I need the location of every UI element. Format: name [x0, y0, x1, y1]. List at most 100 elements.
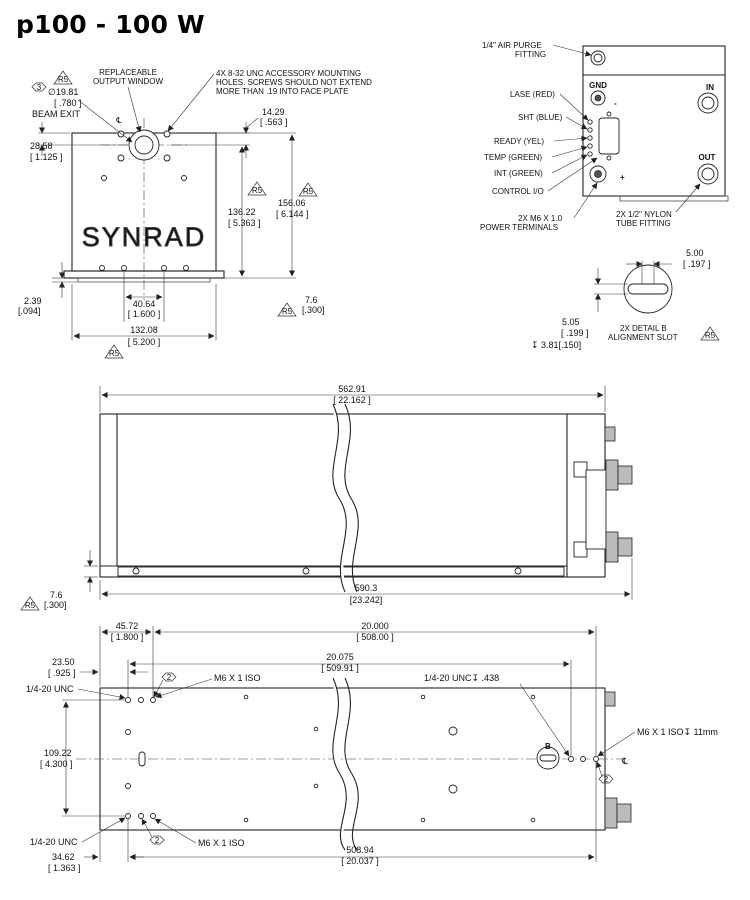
- dim-23-50: 23.50: [52, 657, 75, 667]
- revision-label: R5: [303, 187, 314, 196]
- leader-line: [675, 183, 701, 213]
- leader-line: [573, 182, 598, 219]
- break-line: [332, 677, 347, 851]
- water-fitting: [605, 531, 619, 563]
- bottom-view: B ℄ 45.72 [ 1.800 ] 20.000 [ 508.00 ]: [26, 621, 718, 873]
- note-bubble: [149, 835, 165, 845]
- dim-136-22-in: [ 5.363 ]: [228, 218, 261, 228]
- break-line: [344, 403, 359, 593]
- water-fitting: [605, 459, 619, 491]
- mounting-note: MORE THAN .19 INTO FACE PLATE: [216, 87, 348, 96]
- mount-hole: [99, 265, 105, 271]
- lase-label: LASE (RED): [510, 90, 555, 99]
- dim-20-075: 20.075: [326, 652, 354, 662]
- dim-28-58: 28.58: [30, 141, 53, 151]
- leader-line: [155, 678, 213, 699]
- leader-line: [154, 818, 197, 844]
- m6-hole: [138, 697, 144, 703]
- mount-hole: [117, 154, 125, 162]
- dim-7-6-side: 7.6: [50, 590, 63, 600]
- beam-diameter-in: [ .780 ]: [54, 98, 82, 108]
- break-line: [344, 677, 359, 851]
- tube-fitting-label: TUBE FITTING: [616, 219, 671, 228]
- leader-line: [519, 683, 570, 757]
- dim-590-3: 590.3: [355, 583, 378, 593]
- note-bubble: [161, 672, 177, 682]
- leader-line: [551, 154, 588, 174]
- mounting-note: HOLES. SCREWS SHOULD NOT EXTEND: [216, 78, 372, 87]
- bottom-boss: [448, 784, 458, 794]
- unc-bottom-label: 1/4-20 UNC: [30, 837, 78, 847]
- side-body-outline: [99, 413, 606, 578]
- m6-hole: [150, 697, 156, 703]
- side-screw: [132, 567, 140, 575]
- dim-45-72: 45.72: [116, 621, 139, 631]
- beam-exit-label: BEAM EXIT: [32, 109, 81, 119]
- break-line: [332, 403, 347, 593]
- mount-hole: [183, 265, 189, 271]
- leader-line: [141, 818, 153, 838]
- leader-line: [547, 157, 598, 192]
- sht-label: SHT (BLUE): [518, 113, 563, 122]
- m6-right-label: M6 X 1 ISO↧ 11mm: [637, 727, 718, 737]
- in-label: IN: [706, 83, 714, 92]
- temp-label: TEMP (GREEN): [484, 153, 542, 162]
- front-view: SYNRAD REPLACEABLE OUTPUT WINDOW 4X 8-32…: [18, 68, 372, 359]
- dim-5-00-in: [ .197 ]: [683, 259, 711, 269]
- int-label: INT (GREEN): [494, 169, 543, 178]
- leader-line: [127, 86, 142, 133]
- mount-hole: [101, 175, 107, 181]
- connector-screw: [606, 155, 612, 161]
- dim-562-91: 562.91: [338, 384, 366, 394]
- revision-label: R5: [282, 307, 293, 316]
- m6-top-label: M6 X 1 ISO: [214, 673, 261, 683]
- air-fitting: [604, 691, 616, 707]
- leader-line: [551, 145, 588, 158]
- dim-156-06-in: [ 6.144 ]: [276, 209, 309, 219]
- bottom-hole: [313, 726, 319, 732]
- note-number: 2: [604, 775, 609, 784]
- bottom-hole: [420, 817, 426, 823]
- detail-b-callout: B: [545, 742, 551, 751]
- unc-hole: [125, 697, 131, 703]
- note-bubble: [31, 82, 47, 92]
- leader-line: [245, 117, 259, 129]
- leader-line: [552, 44, 592, 57]
- power-terminal-core: [594, 170, 602, 178]
- power-terminals-label: POWER TERMINALS: [480, 223, 558, 232]
- mounting-note: 4X 8-32 UNC ACCESSORY MOUNTING: [216, 69, 361, 78]
- revision-label: R5: [25, 601, 36, 610]
- dim-20-000: 20.000: [361, 621, 389, 631]
- plus-symbol: +: [620, 173, 625, 182]
- leader-line: [553, 135, 588, 142]
- revision-label: R5: [705, 331, 716, 340]
- dim-2-39: 2.39: [24, 296, 42, 306]
- bottom-hole: [243, 817, 249, 823]
- air-purge-fitting-inner: [593, 53, 603, 63]
- m6-hole: [150, 813, 156, 819]
- leader-line: [77, 688, 126, 700]
- air-purge-label: FITTING: [515, 50, 546, 59]
- detail-b: 5.00 [ .197 ] 5.05 [ .199 ] ↧ 3.81[.150]…: [531, 248, 720, 350]
- dim-28-58-in: [ 1.125 ]: [30, 152, 63, 162]
- mount-hole: [163, 154, 171, 162]
- leader-line: [77, 99, 133, 143]
- in-fitting-inner: [701, 96, 715, 110]
- dim-132-08: 132.08: [130, 325, 158, 335]
- dim-23-50-in: [ .925 ]: [48, 668, 76, 678]
- m6-hole: [138, 813, 144, 819]
- page-title: p100 - 100 W: [16, 10, 205, 39]
- alignment-slot: [539, 754, 557, 762]
- rear-view: GND IN OUT + - 1/4" AIR PURGE FITTIN: [480, 41, 729, 232]
- synrad-logo: SYNRAD: [82, 222, 207, 252]
- bottom-boss: [448, 726, 458, 736]
- output-window-inner: [134, 135, 154, 155]
- revision-triangle: [277, 302, 297, 317]
- dim-590-3-in: [23.242]: [350, 595, 383, 605]
- bottom-hole: [313, 783, 319, 789]
- mount-hole: [121, 265, 127, 271]
- water-fitting-tip: [616, 803, 632, 823]
- bottom-hole: [530, 694, 536, 700]
- revision-triangle: [247, 181, 267, 196]
